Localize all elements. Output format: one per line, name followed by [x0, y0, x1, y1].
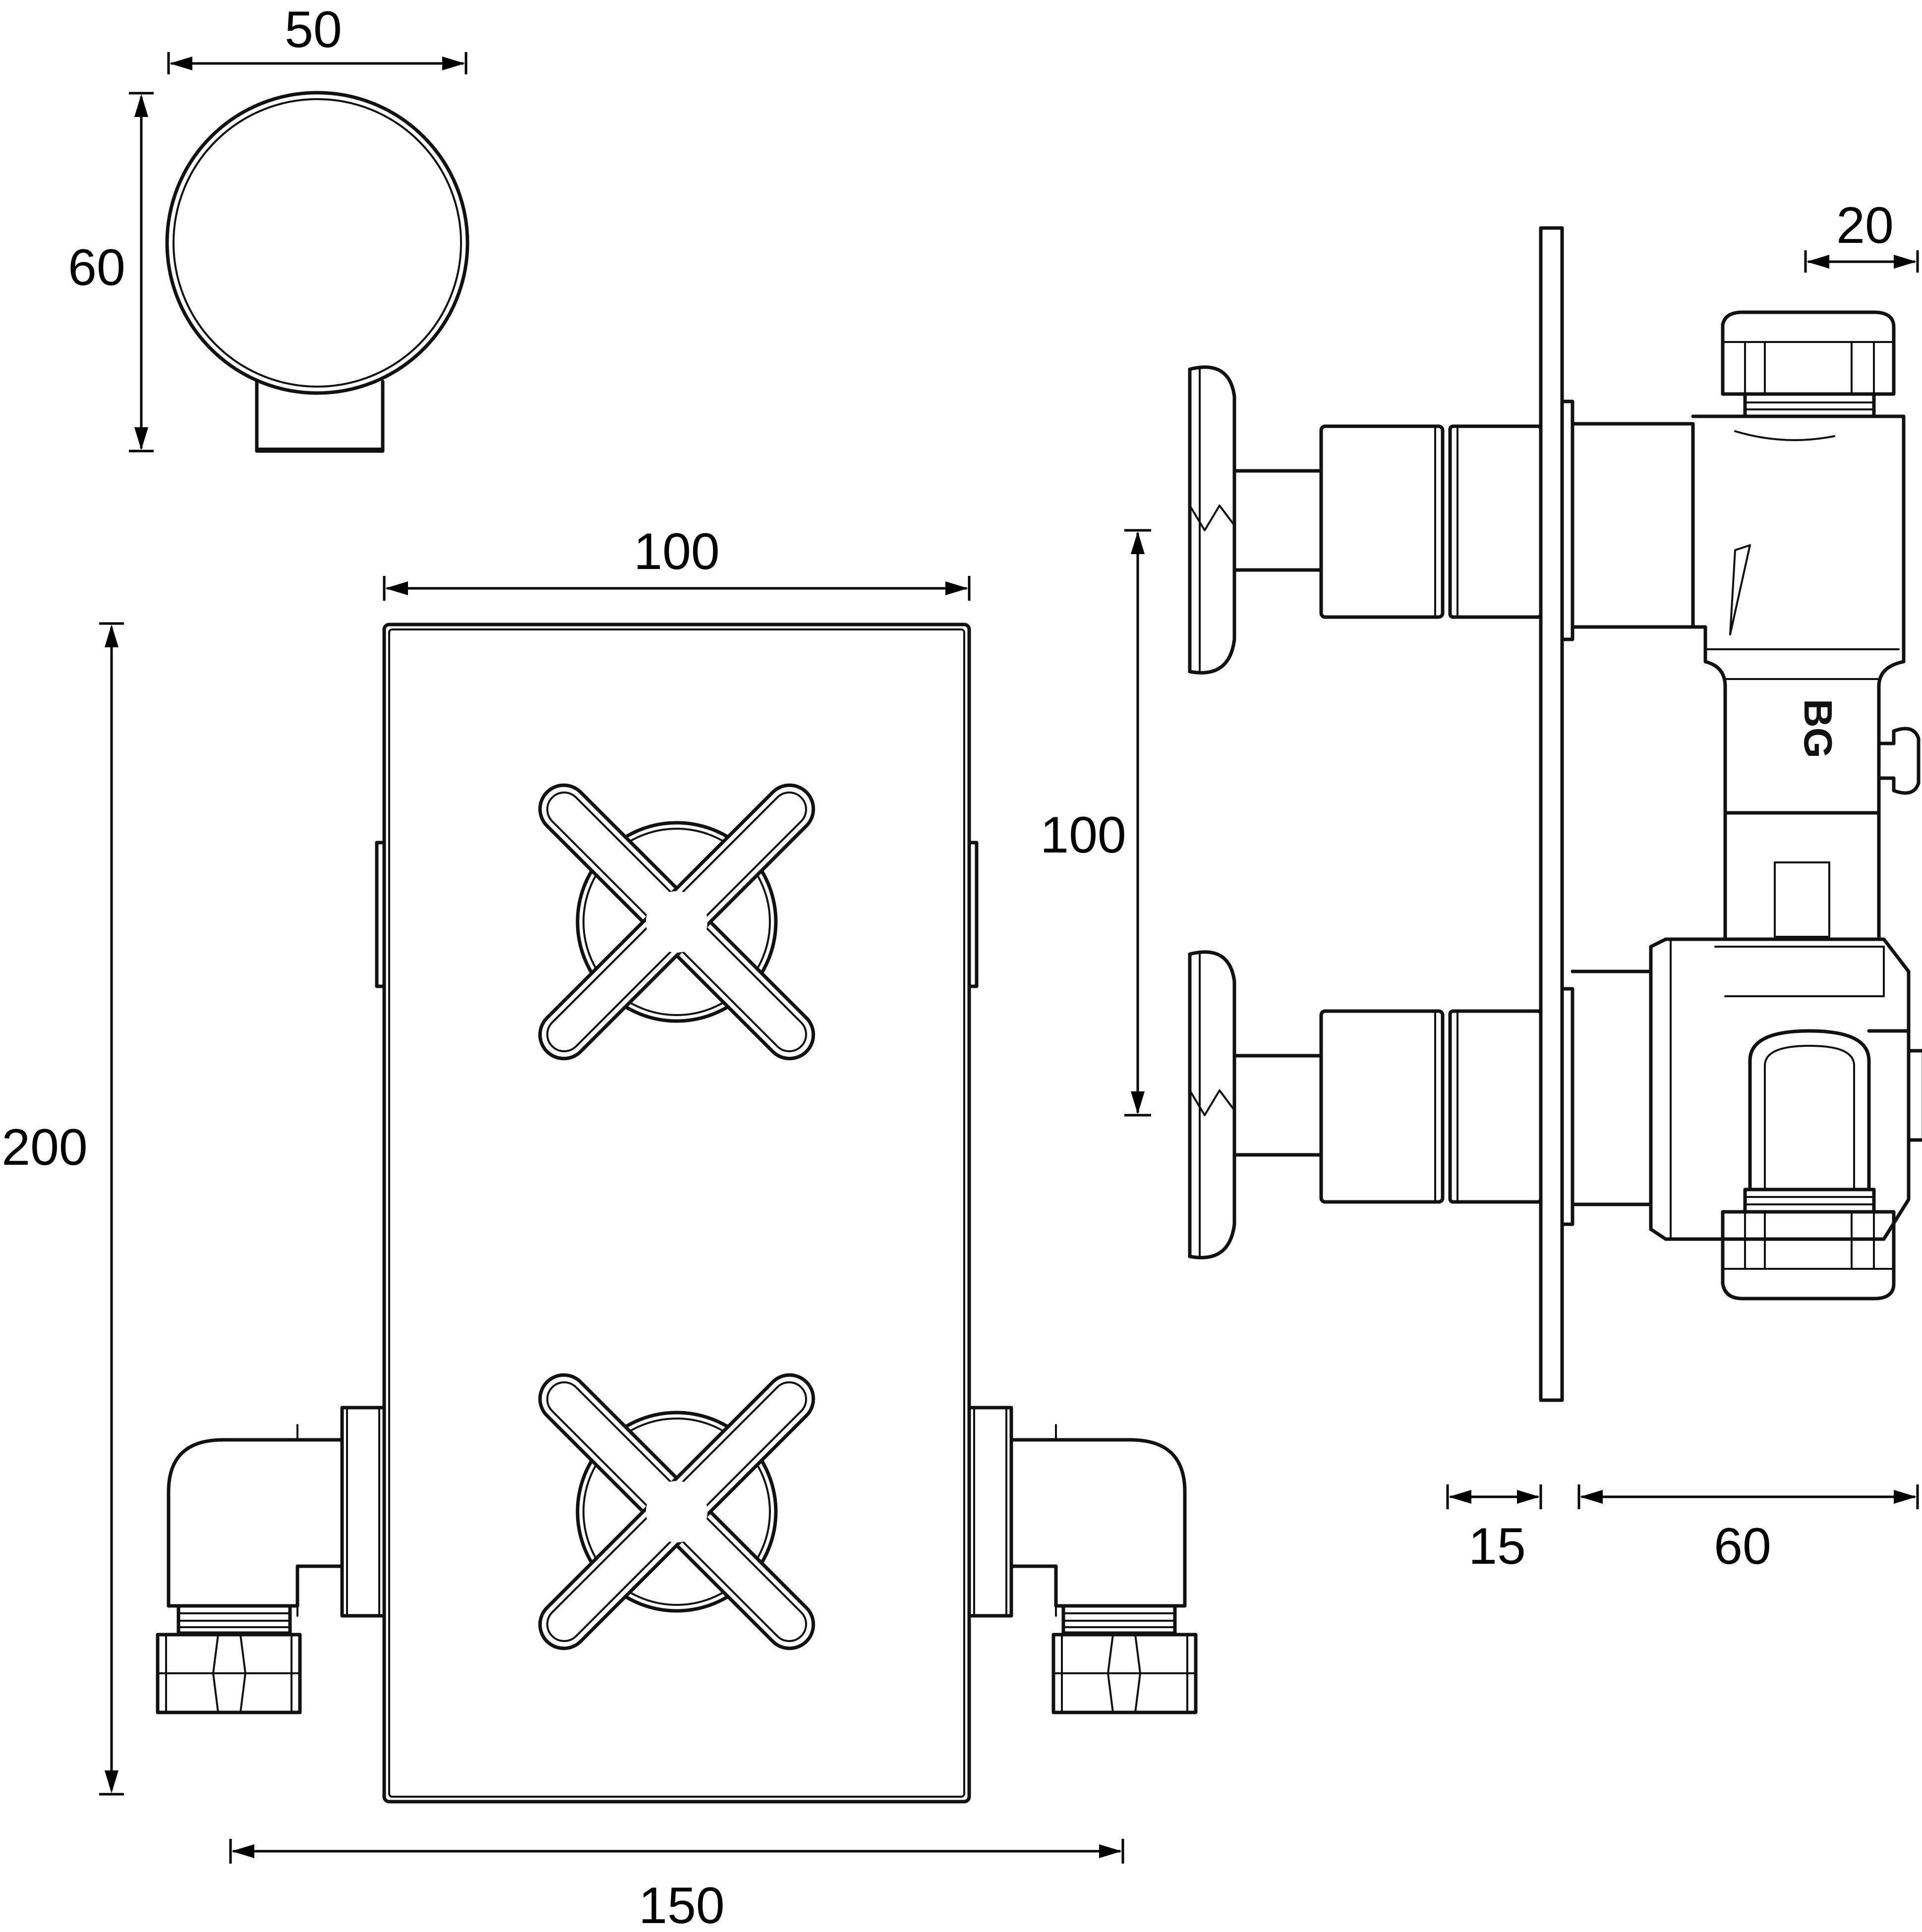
left-inlet-fitting	[156, 1406, 386, 1714]
plate-depth-dimension: 15	[1446, 1484, 1542, 1575]
right-inlet-fitting	[967, 1406, 1198, 1714]
body-depth-label: 60	[1714, 1518, 1771, 1575]
handle-profile-view	[165, 91, 469, 453]
side-wall-plate	[1539, 226, 1574, 1402]
outlet-projection-dimension: 20	[1804, 197, 1919, 273]
upper-handle-side	[1188, 365, 1543, 675]
handle-height-dimension: 60	[68, 92, 154, 453]
lower-cross-handle	[538, 1373, 815, 1650]
plate-width-label: 100	[634, 523, 720, 580]
front-wall-plate	[375, 623, 979, 1804]
upper-cross-handle	[538, 783, 815, 1061]
handle-spacing-label: 100	[1040, 806, 1126, 864]
plate-height-label: 200	[1, 1119, 88, 1176]
plate-depth-label: 15	[1468, 1518, 1526, 1575]
bottom-outlet-fitting	[1721, 1188, 1896, 1301]
plate-height-dimension: 200	[1, 622, 124, 1796]
handle-spacing-dimension: 100	[1040, 529, 1151, 1117]
handle-height-label: 60	[68, 239, 125, 296]
body-depth-dimension: 60	[1577, 1484, 1919, 1575]
valve-body: BG	[1571, 414, 1922, 1241]
top-outlet-fitting	[1721, 310, 1896, 418]
plate-width-dimension: 100	[383, 523, 971, 601]
bg-logo: BG	[1796, 699, 1840, 758]
handle-width-label: 50	[285, 1, 342, 58]
handle-width-dimension: 50	[167, 1, 467, 74]
overall-width-dimension: 150	[229, 1839, 1124, 1932]
overall-width-label: 150	[639, 1877, 725, 1932]
outlet-projection-label: 20	[1836, 197, 1894, 254]
lower-handle-side	[1188, 950, 1543, 1259]
